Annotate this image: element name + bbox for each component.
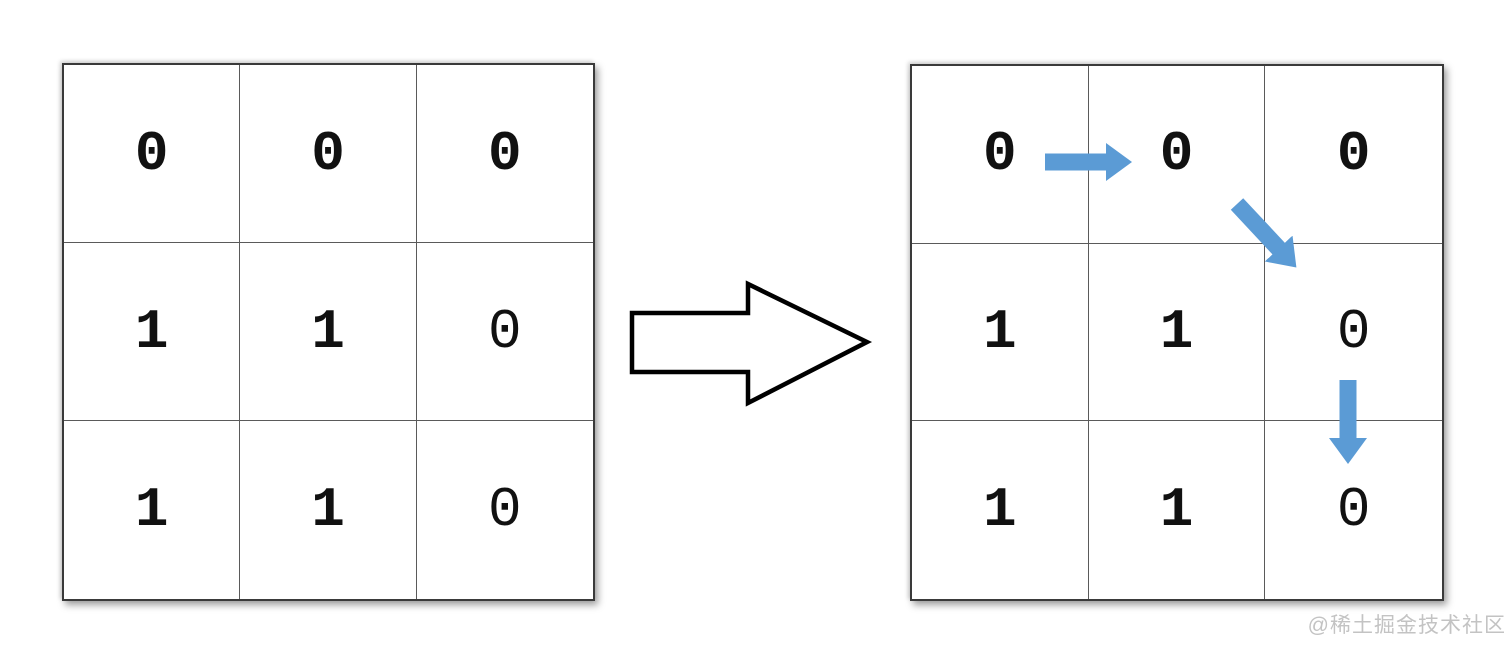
matrix-cell-r2c2: 0 — [1336, 478, 1371, 543]
matrix-cell-r1c0: 1 — [64, 243, 241, 421]
matrix-cell-r0c2: 0 — [1265, 66, 1442, 244]
matrix-cell-r1c2: 0 — [416, 243, 593, 421]
watermark: @稀土掘金技术社区 — [1307, 614, 1506, 637]
transform-arrow-icon — [629, 280, 873, 407]
matrix-cell-r2c2: 0 — [488, 478, 522, 542]
output-matrix: 0 0 0 1 1 0 1 1 0 — [910, 64, 1444, 601]
matrix-cell-r1c1: 1 — [240, 243, 417, 421]
matrix-cell-r0c0: 0 — [64, 65, 241, 243]
matrix-cell-r2c0: 1 — [912, 421, 1089, 599]
matrix-cell-r2c1: 1 — [240, 421, 417, 599]
matrix-cell-r2c1: 1 — [1089, 421, 1266, 599]
matrix-cell-r0c1: 0 — [1088, 66, 1266, 244]
matrix-cell-r1c1: 1 — [1088, 243, 1266, 422]
input-matrix: 0 0 0 1 1 0 1 1 0 — [62, 63, 595, 601]
matrix-cell-r1c0: 1 — [912, 243, 1089, 422]
matrix-cell-r1c2: 0 — [1265, 244, 1442, 422]
matrix-cell-r0c1: 0 — [240, 65, 417, 243]
matrix-cell-r0c0: 0 — [912, 66, 1089, 244]
matrix-cell-r2c0: 1 — [64, 421, 241, 599]
matrix-cell-r0c2: 0 — [416, 65, 593, 243]
